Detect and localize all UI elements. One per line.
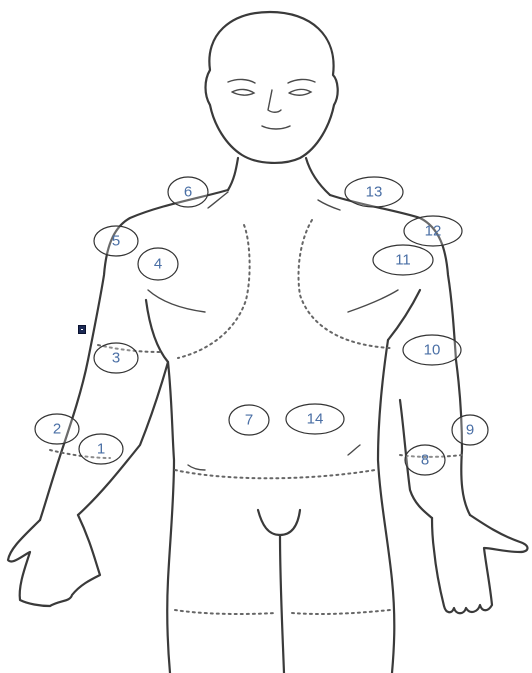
marker-label: 4 <box>154 256 162 273</box>
marker-2[interactable]: 2 <box>35 414 79 444</box>
marker-label: 1 <box>97 441 105 458</box>
marker-label: 3 <box>112 350 120 367</box>
marker-8[interactable]: 8 <box>405 445 445 475</box>
marker-4[interactable]: 4 <box>138 248 178 280</box>
marker-label: 14 <box>307 411 324 428</box>
marker-label: 2 <box>53 421 61 438</box>
resize-handle[interactable] <box>78 325 86 334</box>
marker-6[interactable]: 6 <box>168 177 208 207</box>
marker-7[interactable]: 7 <box>229 405 269 435</box>
marker-label: 9 <box>466 422 474 439</box>
marker-label: 7 <box>245 412 253 429</box>
marker-11[interactable]: 11 <box>373 245 433 275</box>
marker-14[interactable]: 14 <box>286 404 344 434</box>
marker-label: 13 <box>366 184 383 201</box>
marker-12[interactable]: 12 <box>404 216 462 246</box>
marker-3[interactable]: 3 <box>94 343 138 373</box>
marker-label: 5 <box>112 233 120 250</box>
marker-9[interactable]: 9 <box>452 415 488 445</box>
marker-label: 10 <box>424 342 441 359</box>
marker-label: 12 <box>425 223 442 240</box>
marker-13[interactable]: 13 <box>345 177 403 207</box>
marker-5[interactable]: 5 <box>94 226 138 256</box>
marker-1[interactable]: 1 <box>79 434 123 464</box>
marker-label: 11 <box>395 252 411 269</box>
marker-label: 6 <box>184 184 192 201</box>
marker-10[interactable]: 10 <box>403 335 461 365</box>
marker-label: 8 <box>421 452 429 469</box>
